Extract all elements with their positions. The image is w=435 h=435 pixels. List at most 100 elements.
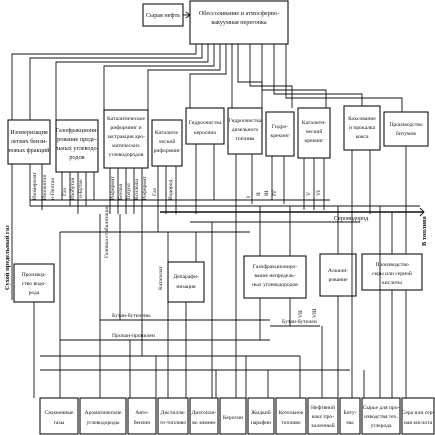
n-butane-label: н-Бутан (78, 179, 84, 198)
cc-label-2: ческий (306, 128, 323, 135)
tc-label-2: изводства тех. (364, 414, 398, 420)
distillation-box: Обессоливание и атмосферно- вакуумная пе… (189, 0, 289, 45)
dewax-label-1: Депарафи- (173, 273, 199, 280)
product-liquefied-gases: Сжиженные газы (39, 397, 79, 435)
hydrotreating-kerosene-box: Гидроочистка керосина (185, 107, 225, 145)
cr-label-3: риформинг (154, 147, 181, 154)
reformate-label: Риформат (109, 176, 116, 200)
dewax-label-2: низация (176, 284, 196, 290)
dist-label-2: то-топливо (160, 420, 187, 426)
fraction-i-label: I (246, 196, 252, 198)
isopentane-label: Изопентан (42, 175, 48, 200)
htd-label-3: топлива (236, 136, 256, 142)
product-sulfur-acid: Сера или сер- ная кислота (401, 397, 435, 435)
cat-cracking-box: Каталити- ческий крекинг (297, 107, 331, 159)
fraction-iv-label: IV (272, 190, 278, 196)
product-winter-diesel: Дизтопли- во зимнее (189, 397, 219, 435)
coking-label-2: и прокалка (349, 125, 376, 131)
fraction-vii-label: VII (298, 310, 304, 318)
h2-label-3: рода (29, 290, 40, 296)
isomerization-label-2: легких бензи- (11, 138, 47, 145)
dz-label-1: Дизтопли- (192, 410, 217, 416)
hydrogen-production-box: Производ- ство водо- рода (13, 263, 55, 303)
dewaxing-box: Депарафи- низация (167, 261, 205, 303)
gas-fractionation-unsat-box: Газофракциониро- вание непредель- ных уг… (243, 255, 307, 299)
product-calcined-coke: Нефтяной кокс про- каленный (307, 397, 339, 435)
cre-label-2: риформинг и (110, 124, 141, 131)
gfu-label-3: ных углеводородов (252, 282, 298, 288)
isomerization-label-3: новых фракций (9, 147, 51, 154)
cre-label-5: углеводородов (109, 152, 144, 158)
tc-label-3: углерода (371, 423, 392, 429)
gas-label-2: Газ (152, 187, 158, 196)
bit-label-2: мы (346, 420, 354, 426)
coke-label-2: кокс про- (312, 414, 334, 420)
gas-label-p1: Авто- (135, 410, 149, 416)
fraction-v-label: V (306, 192, 312, 196)
ker-label: Керосин (223, 415, 243, 421)
coke-label-1: Нефтяной (311, 404, 335, 411)
distillation-outflows (11, 44, 403, 300)
lp-label-2: парафин (251, 419, 271, 426)
cat-reforming-extraction-box: Каталитическое риформинг и экстракция ар… (103, 109, 149, 169)
cc-label-3: крекинг (305, 138, 325, 144)
gas-fractionation-box: Газофракциони- рование преде- льных угле… (55, 119, 99, 173)
catalysate-label: Катализат (158, 266, 164, 290)
gas-fractionation-label-2: рование преде- (57, 136, 97, 143)
htk-label-1: Гидроочистка (189, 120, 222, 126)
hydrogen-label: Водород (168, 180, 174, 200)
lg-label-2: газы (54, 420, 65, 426)
cat-reforming-box: Каталити- ческий риформинг (151, 119, 183, 167)
gas-fractionation-label-3: льных углеводо- (55, 145, 98, 152)
dry-gas-label: Сухой предельный газ (4, 225, 11, 290)
dz-label-2: во зимнее (192, 420, 216, 426)
fraction-viii-label: VIII (312, 308, 318, 318)
cre-label-3: экстракция аро- (107, 134, 145, 140)
h2-label-2: ство водо- (22, 281, 47, 287)
htk-label-2: керосина (194, 130, 216, 136)
coking-label-1: Коксование (348, 116, 376, 122)
isomerizate-label: Изомеризат (32, 172, 38, 200)
row3-downflows (33, 204, 393, 398)
sulfur-label-2: серы или серной (372, 270, 412, 277)
lg-label-1: Сжиженные (44, 410, 74, 416)
butylene-butane-label: Бутан-бутилен (282, 318, 317, 325)
bit-label-1: Биту- (343, 410, 356, 416)
ar-label-1: Ароматические (85, 410, 122, 416)
distillation-label-1: Обессоливание и атмосферно- (199, 10, 279, 17)
lp-label-1: Жидкий (251, 409, 271, 416)
sulfur-label-1: Производство (375, 262, 408, 268)
coke-label-3: каленный (311, 422, 334, 429)
gfu-label-2: вание непредель- (254, 273, 295, 279)
hc-label-2: крекинг (271, 133, 291, 139)
alk-label-1: Алкили- (328, 268, 348, 274)
cre-label-1: Каталитическое (107, 116, 145, 122)
alk-label-2: рование (328, 277, 348, 283)
bf-label-2: топливо (281, 420, 301, 426)
fraction-iii-label: III (264, 190, 270, 196)
propane-propylene-label: Пропан-пропилен (112, 333, 155, 339)
to-fuel-label: В топливо (421, 216, 428, 246)
gas-fractionation-label-4: родов (69, 154, 84, 161)
product-carbon-feedstock: Сырье для про- изводства тех. углерода (361, 397, 401, 435)
reformate-stab-label: Головка стабилизации (103, 205, 110, 258)
xylenes-label: Ксилолы (134, 179, 140, 200)
butane-butylene-label: Бутан-бутилены (112, 312, 151, 319)
coking-box: Коксование и прокалка кокса (343, 105, 381, 151)
sulfur-label-3: кислоты (382, 280, 402, 286)
n-pentane-label: н-Пентан (50, 178, 56, 200)
bitumen-label-2: битумов (396, 130, 416, 137)
fraction-vi-label: VI (316, 190, 322, 196)
crude-oil-label: Сырая нефть (146, 12, 180, 19)
hydrotreating-diesel-box: Гидроочистка дизельного топлива (227, 107, 263, 155)
reformate-label-2: Риформат (141, 176, 148, 200)
collector-lines (30, 199, 425, 371)
sa-label-2: ная кислота (404, 420, 433, 426)
product-distillate-fuel: Дистилля- то-топливо (157, 397, 189, 435)
cr-label-1: Каталити- (155, 130, 179, 136)
sa-label-1: Сера или сер- (402, 410, 435, 416)
htd-label-2: дизельного (232, 127, 259, 133)
product-kerosene: Керосин (219, 397, 247, 435)
product-boiler-fuel: Котельное топливо (275, 397, 307, 435)
bitumen-label-1: Производство (389, 122, 422, 128)
